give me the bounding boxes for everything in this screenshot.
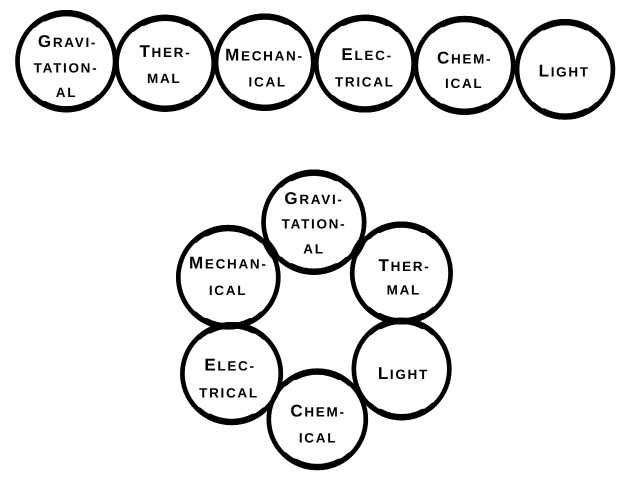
svg-text:ICAL: ICAL: [299, 430, 337, 445]
svg-text:ICAL: ICAL: [249, 75, 287, 90]
svg-text:GRAVI-: GRAVI-: [38, 32, 97, 51]
svg-text:TATION-: TATION-: [282, 217, 347, 232]
svg-text:TRICAL: TRICAL: [199, 386, 259, 401]
svg-text:TATION-: TATION-: [34, 60, 99, 75]
svg-text:ELEC-: ELEC-: [341, 45, 392, 64]
svg-text:ELEC-: ELEC-: [204, 356, 255, 375]
svg-text:MECHAN-: MECHAN-: [225, 46, 304, 65]
svg-text:THER-: THER-: [139, 42, 191, 61]
svg-text:TRICAL: TRICAL: [335, 75, 395, 90]
svg-text:ICAL: ICAL: [445, 76, 483, 91]
svg-text:ICAL: ICAL: [209, 283, 247, 298]
svg-text:MAL: MAL: [387, 283, 421, 298]
svg-text:MAL: MAL: [147, 71, 181, 86]
svg-text:GRAVI-: GRAVI-: [284, 189, 343, 208]
svg-text:THER-: THER-: [379, 256, 431, 275]
svg-text:LIGHT: LIGHT: [378, 364, 429, 383]
svg-text:CHEM-: CHEM-: [290, 402, 345, 421]
svg-text:LIGHT: LIGHT: [539, 61, 590, 80]
svg-text:MECHAN-: MECHAN-: [189, 254, 268, 273]
svg-text:AL: AL: [56, 85, 77, 100]
svg-text:AL: AL: [303, 241, 324, 256]
svg-text:CHEM-: CHEM-: [437, 49, 492, 68]
